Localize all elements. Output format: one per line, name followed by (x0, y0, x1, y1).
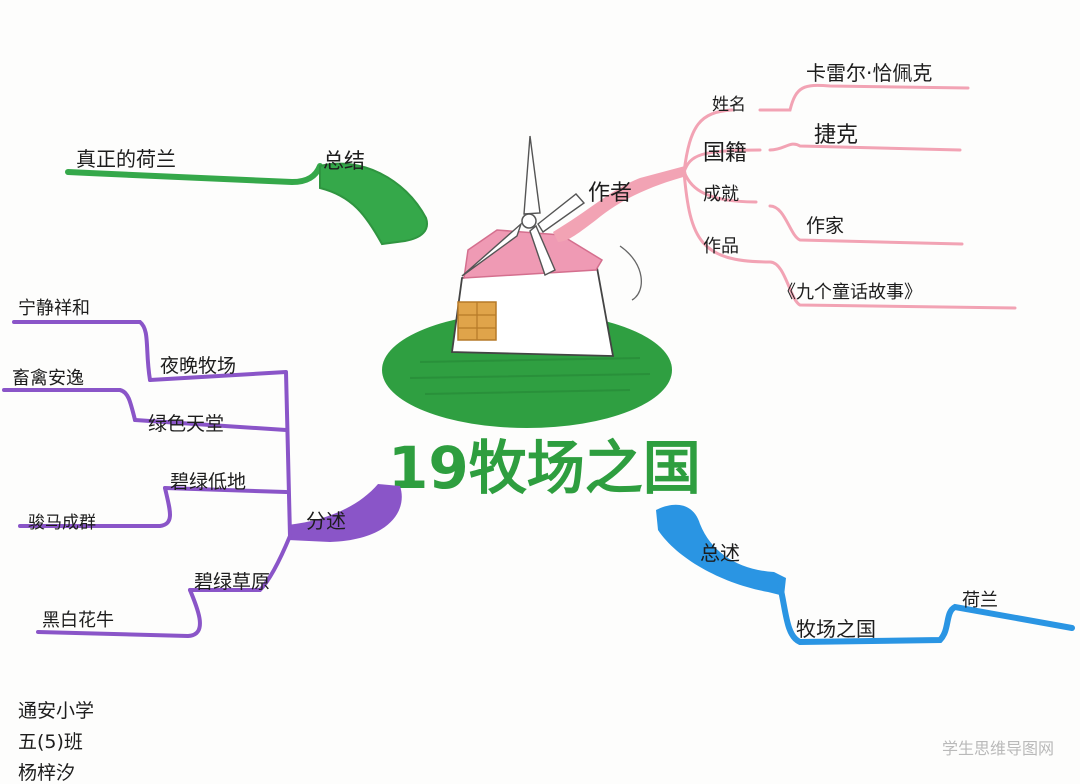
school-name: 通安小学 (18, 700, 95, 722)
details-item-3-label: 碧绿低地 (170, 471, 246, 493)
details-branch: 分述 夜晚牧场 宁静祥和 绿色天堂 畜禽安逸 碧绿低地 骏马成群 碧绿草原 黑白… (2, 298, 402, 639)
windmill-door-grid (458, 302, 496, 340)
windmill-blade-right (537, 193, 586, 233)
author-achievement-line (768, 204, 964, 246)
summary-branch-stroke (319, 162, 428, 246)
island-grass-lines (409, 357, 651, 395)
author-name-label: 姓名 (712, 95, 746, 115)
author-works-value: 《九个童话故事》 (778, 282, 922, 303)
class-name: 五(5)班 (18, 731, 83, 753)
windmill-illustration (450, 135, 642, 357)
overview-branch-label: 总述 (700, 541, 740, 565)
overview-child-label: 牧场之国 (796, 617, 876, 641)
details-item-2-label: 绿色天堂 (148, 413, 224, 435)
author-nationality-line (768, 142, 962, 152)
author-spine (682, 108, 772, 264)
student-info: 通安小学 五(5)班 杨梓汐 (18, 696, 178, 784)
author-nationality-label: 国籍 (703, 141, 747, 166)
author-achievement-value: 作家 (806, 215, 844, 237)
author-works-label: 作品 (703, 236, 739, 257)
author-name-line (758, 83, 970, 112)
overview-branch-stroke (656, 504, 786, 596)
author-name-value: 卡雷尔·恰佩克 (806, 61, 932, 85)
windmill-hub (521, 213, 537, 229)
details-item-4-line (36, 588, 202, 639)
details-item-2-line (2, 388, 137, 422)
windmill-blade-left (461, 221, 523, 277)
details-item-3-line (18, 486, 172, 528)
details-item-1-child: 宁静祥和 (18, 298, 90, 319)
overview-child-line (777, 583, 1075, 646)
details-item-2-child: 畜禽安逸 (12, 368, 84, 389)
details-item-4-label: 碧绿草原 (194, 571, 270, 593)
details-item-3-child: 骏马成群 (28, 513, 96, 533)
central-title: 19牧场之国 (388, 434, 701, 502)
details-spine (133, 370, 292, 592)
details-item-1-line (12, 320, 152, 382)
windmill-blade-top (523, 135, 541, 215)
author-nationality-value: 捷克 (814, 123, 858, 148)
summary-child-label: 真正的荷兰 (76, 147, 176, 171)
windmill-blade-bottom (529, 224, 556, 276)
summary-branch-line (65, 163, 323, 186)
details-branch-stroke (288, 484, 402, 542)
author-achievement-label: 成就 (703, 184, 739, 205)
details-item-1-label: 夜晚牧场 (160, 355, 236, 377)
overview-branch: 总述 牧场之国 荷兰 (656, 504, 1075, 646)
windmill-roof (463, 229, 604, 279)
summary-branch-label: 总结 (323, 149, 365, 173)
author-branch-stroke (553, 166, 687, 242)
watermark-text: 学生思维导图网 (941, 739, 1054, 758)
details-branch-label: 分述 (306, 509, 346, 533)
student-name: 杨梓汐 (18, 762, 76, 784)
summary-branch: 总结 真正的荷兰 (65, 147, 428, 246)
author-branch-label: 作者 (588, 181, 632, 206)
details-item-4-child: 黑白花牛 (42, 610, 114, 631)
author-works-line (768, 260, 1017, 310)
windmill-sketch-line (619, 245, 642, 301)
author-branch: 作者 姓名 卡雷尔·恰佩克 国籍 捷克 成就 作家 作品 《九个童话故事》 (553, 61, 1017, 310)
overview-grandchild-label: 荷兰 (962, 590, 998, 611)
